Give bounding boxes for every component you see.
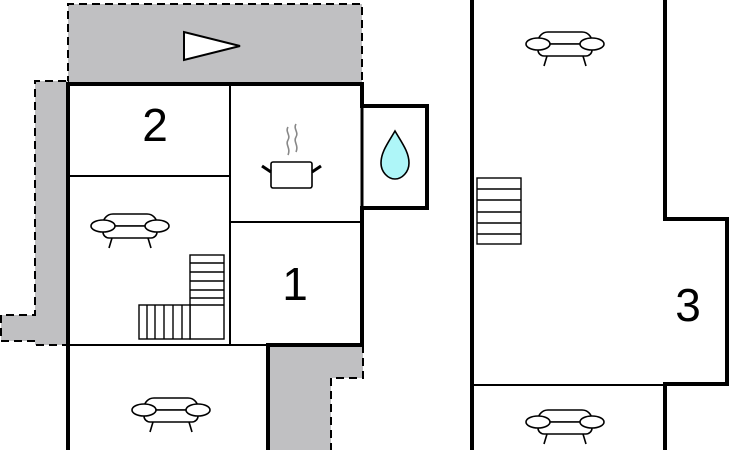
room-label-1: 1 [282,258,308,310]
entrance-arrow-icon [183,30,241,62]
terrace-left [0,80,68,346]
sofa-icon [525,31,605,67]
room-label-3: 3 [675,279,701,331]
room-label-2: 2 [142,99,168,151]
stairs-icon [138,254,225,340]
water-drop-icon [380,129,410,180]
sofa-icon [525,409,605,445]
stairs-icon [476,177,522,245]
kitchen-pot-icon [261,123,322,189]
terrace-bottom [270,345,364,450]
sofa-icon [90,213,170,249]
walls-ground-floor [66,82,429,450]
sofa-icon [131,397,211,433]
walls-upper-floor [470,0,729,450]
